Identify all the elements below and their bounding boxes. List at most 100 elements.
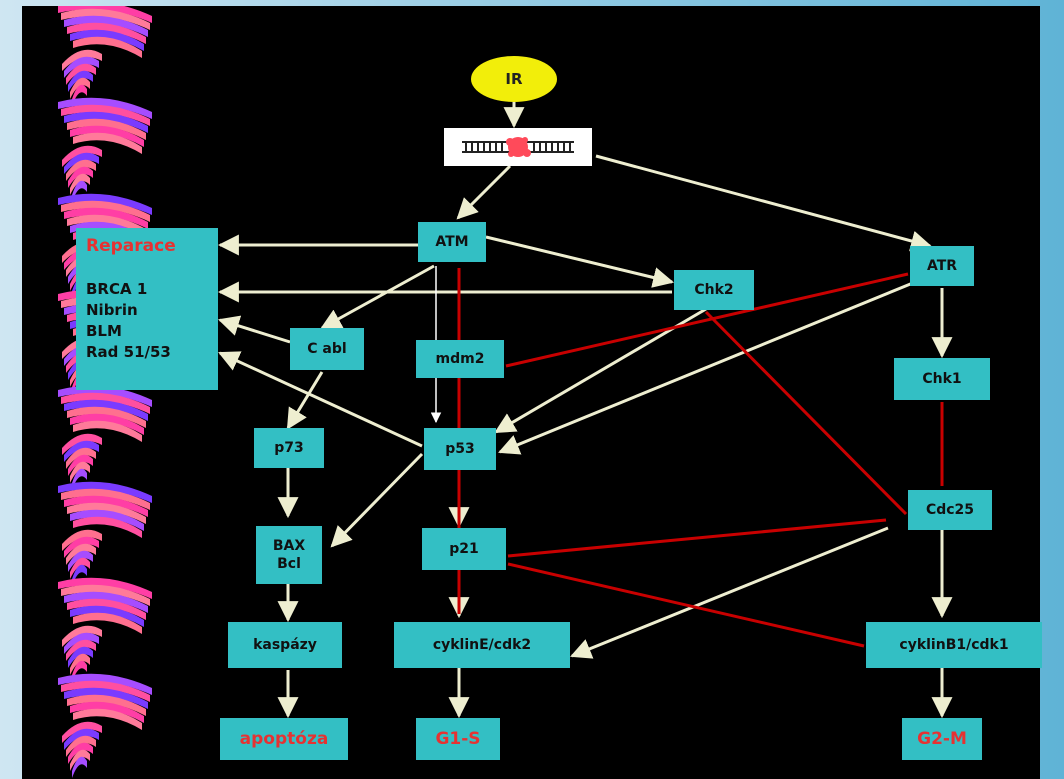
node-c-abl: C abl: [290, 328, 364, 370]
helix-segment: [64, 440, 99, 462]
helix-segment: [70, 413, 144, 435]
helix-segment: [70, 509, 144, 531]
helix-segment: [66, 639, 96, 661]
helix-segment: [64, 591, 148, 613]
helix-segment: [64, 399, 148, 421]
reparace-box: Reparace BRCA 1 Nibrin BLM Rad 51/53: [76, 228, 218, 390]
helix-segment: [68, 454, 93, 476]
node-chk2: Chk2: [674, 270, 754, 310]
helix-segment: [70, 701, 144, 723]
arrow-dna-atr: [595, 154, 933, 252]
helix-segment: [64, 495, 148, 517]
helix-segment: [70, 461, 90, 483]
arrow-cdc25-cyklin-e: [570, 526, 889, 659]
helix-segment: [61, 584, 150, 606]
node-mdm2: mdm2: [416, 340, 504, 378]
ir-ellipse: IR: [471, 56, 557, 102]
helix-segment: [73, 36, 142, 58]
helix-segment: [70, 557, 90, 579]
helix-segment: [70, 221, 144, 243]
helix-segment: [67, 502, 146, 524]
reparace-title: Reparace: [86, 236, 176, 256]
helix-segment: [73, 132, 142, 154]
helix-segment: [72, 756, 87, 778]
node-atr: ATR: [910, 246, 974, 286]
helix-segment: [67, 406, 146, 428]
node-g1-s: G1-S: [416, 718, 500, 760]
helix-segment: [67, 214, 146, 236]
inhibit-chk2-cdc25: [704, 310, 908, 516]
helix-segment: [67, 694, 146, 716]
inhibition-lines: [457, 268, 944, 648]
node-apoptoza: apoptóza: [220, 718, 348, 760]
ir-label: IR: [505, 70, 523, 88]
arrow-atm-chk2: [485, 235, 675, 288]
node-p73: p73: [254, 428, 324, 468]
node-p21: p21: [422, 528, 506, 570]
helix-segment: [58, 193, 152, 215]
arrow-p53-reparace: [218, 351, 423, 448]
helix-segment: [70, 605, 144, 627]
arrow-atm-cabl: [320, 264, 435, 330]
node-cyklin-b1-cdk1: cyklinB1/cdk1: [866, 622, 1042, 668]
helix-segment: [58, 385, 152, 407]
helix-segment: [68, 70, 93, 92]
node-cdc25: Cdc25: [908, 490, 992, 530]
slide: IR Reparace BRCA 1 Nibrin BLM Rad 51/53 …: [22, 6, 1042, 779]
helix-segment: [66, 159, 96, 181]
helix-segment: [66, 735, 96, 757]
helix-segment: [62, 145, 102, 167]
arrow-atr-p53: [498, 274, 931, 455]
dna-damage-box: [444, 128, 592, 166]
helix-segment: [58, 97, 152, 119]
helix-segment: [70, 77, 90, 99]
helix-segment: [58, 673, 152, 695]
helix-segment: [72, 180, 87, 202]
helix-segment: [68, 646, 93, 668]
helix-segment: [72, 564, 87, 586]
helix-segment: [58, 577, 152, 599]
helix-segment: [68, 166, 93, 188]
reparace-item-brca1: BRCA 1: [86, 280, 148, 298]
helix-segment: [61, 104, 150, 126]
helix-segment: [64, 536, 99, 558]
helix-segment: [73, 516, 142, 538]
reparace-item-nibrin: Nibrin: [86, 301, 138, 319]
helix-segment: [61, 680, 150, 702]
dna-break-icon: [506, 137, 531, 157]
node-atm: ATM: [418, 222, 486, 262]
helix-segment: [72, 468, 87, 490]
helix-segment: [58, 6, 152, 23]
helix-segment: [70, 29, 144, 51]
helix-segment: [70, 749, 90, 771]
helix-segment: [64, 207, 148, 229]
helix-segment: [66, 447, 96, 469]
node-bax-bcl: BAX Bcl: [256, 526, 322, 584]
helix-segment: [62, 433, 102, 455]
helix-segment: [70, 653, 90, 675]
helix-segment: [64, 728, 99, 750]
inhibit-p21-cyklin-b1: [507, 562, 865, 648]
node-chk1: Chk1: [894, 358, 990, 400]
helix-segment: [68, 550, 93, 572]
helix-segment: [73, 708, 142, 730]
helix-segment: [61, 392, 150, 414]
helix-segment: [70, 173, 90, 195]
dna-double-strand-icon: [462, 137, 574, 157]
node-kaspazy: kaspázy: [228, 622, 342, 668]
helix-segment: [68, 742, 93, 764]
node-bax-label: BAX: [272, 538, 306, 554]
helix-segment: [64, 111, 148, 133]
node-g2-m: G2-M: [902, 718, 982, 760]
helix-segment: [61, 8, 150, 30]
reparace-item-blm: BLM: [86, 322, 122, 340]
helix-segment: [58, 481, 152, 503]
helix-segment: [73, 420, 142, 442]
arrow-cabl-reparace: [217, 315, 291, 344]
helix-segment: [62, 721, 102, 743]
arrow-cabl-p73: [286, 371, 324, 430]
helix-segment: [61, 200, 150, 222]
helix-segment: [62, 625, 102, 647]
node-bcl-label: Bcl: [277, 556, 301, 572]
helix-segment: [67, 118, 146, 140]
